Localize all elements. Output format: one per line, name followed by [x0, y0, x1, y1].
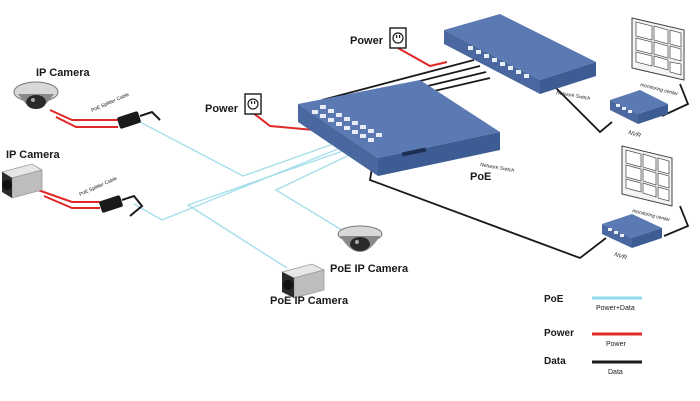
data-cable-nvr-monitor-bottom — [663, 205, 690, 237]
ip-camera-bottom-label: IP Camera — [6, 149, 60, 161]
poe-switch-ports — [312, 105, 382, 142]
nvr-top-label: NVR — [627, 130, 641, 139]
legend-power-desc: Power — [606, 341, 627, 348]
legend-power-title: Power — [544, 328, 574, 339]
power-left-label: Power — [205, 103, 239, 115]
splitter-bottom-label: PoE Splitter Cable — [78, 176, 118, 198]
poe-switch-caption: Network Switch — [480, 162, 515, 174]
splitter-top-label: PoE Splitter Cable — [90, 92, 130, 114]
legend-item-power: Power Power — [544, 328, 642, 348]
power-cable-poe-switch — [251, 111, 315, 131]
data-cable-nvr-monitor-top — [661, 83, 690, 117]
monitoring-center-top: monitoring center — [631, 17, 685, 97]
network-switch-ports — [468, 46, 529, 78]
network-switch-caption: Network Switch — [556, 90, 591, 102]
poe-cable-bottom-camera — [133, 141, 356, 221]
ip-camera-top-label: IP Camera — [36, 67, 90, 79]
nvr-bottom-label: NVR — [613, 252, 627, 261]
legend-poe-desc: Power+Data — [596, 305, 635, 312]
poe-splitter-top: PoE Splitter Cable — [90, 92, 161, 129]
poe-switch: Network Switch — [298, 80, 515, 176]
network-switch: Network Switch — [444, 14, 596, 102]
ip-camera-top-dome: IP Camera — [13, 67, 90, 109]
poe-switch-label: PoE — [470, 171, 491, 183]
power-cable-top-camera — [49, 109, 118, 121]
data-cable-to-nvr-top — [547, 79, 613, 134]
legend-item-data: Data Data — [544, 356, 642, 376]
power-top-label: Power — [350, 35, 384, 47]
poe-dome-camera-label: PoE IP Camera — [330, 263, 409, 275]
power-cable-network-switch — [397, 47, 448, 68]
data-cable-to-nvr-bottom — [368, 167, 607, 260]
power-cable-bottom-camera-2 — [43, 195, 100, 209]
power-outlet-left: Power — [205, 93, 262, 115]
power-cable-bottom-camera — [37, 189, 100, 203]
power-outlet-top: Power — [350, 27, 407, 49]
legend-poe-title: PoE — [544, 294, 564, 305]
poe-cable-to-dome-camera — [274, 147, 365, 233]
poe-splitter-bottom: PoE Splitter Cable — [78, 176, 144, 217]
poe-box-camera-label: PoE IP Camera — [270, 295, 349, 307]
poe-cables — [133, 121, 365, 269]
legend-data-desc: Data — [608, 369, 623, 376]
power-cables — [37, 47, 448, 209]
poe-cable-top-camera — [139, 121, 351, 177]
poe-cable-to-box-camera — [186, 144, 361, 269]
ip-camera-bottom-box: IP Camera — [0, 149, 60, 199]
power-cable-top-camera-2 — [55, 116, 118, 128]
poe-dome-camera: PoE IP Camera — [330, 225, 409, 275]
legend-item-poe: PoE Power+Data — [544, 294, 642, 312]
legend-data-title: Data — [544, 356, 566, 367]
nvr-top: NVR — [610, 90, 668, 140]
data-cable-1 — [321, 59, 475, 101]
poe-box-camera: PoE IP Camera — [270, 263, 349, 307]
legend: PoE Power+Data Power Power Data Data — [544, 294, 642, 376]
monitoring-center-bottom: monitoring center — [621, 145, 673, 223]
nvr-bottom: NVR — [602, 214, 662, 262]
